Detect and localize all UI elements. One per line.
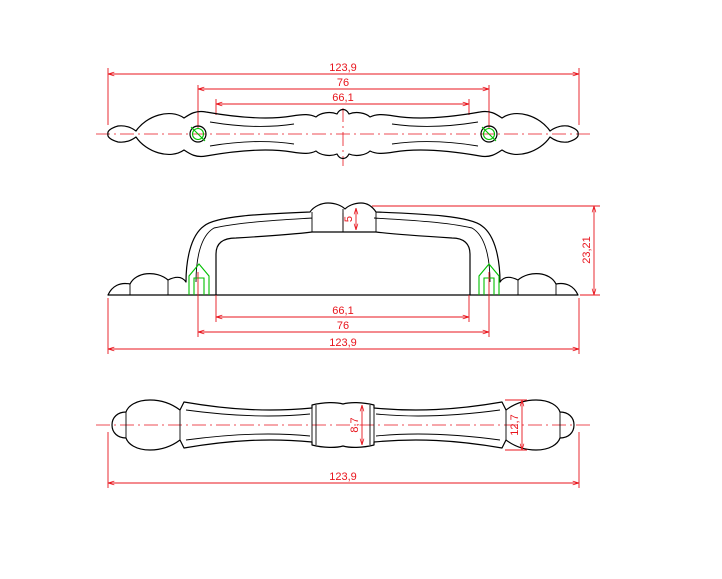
top-hole-left-outer [189, 125, 207, 143]
top-hole-right-mark [481, 126, 497, 142]
top-grip-length-label: 66,1 [332, 92, 353, 104]
side-hole-spacing-label: 76 [337, 320, 349, 332]
side-height-label: 23,21 [581, 236, 593, 264]
top-hole-spacing-label: 76 [337, 77, 349, 89]
side-overall-length-label: 123,9 [329, 337, 357, 349]
front-handle-facets [125, 405, 561, 445]
top-overall-length-label: 123,9 [329, 62, 357, 74]
top-hole-right-icon [482, 127, 496, 141]
side-bump-seams [129, 280, 557, 295]
top-hole-left-mark [190, 126, 206, 142]
top-hole-right-outer [480, 125, 498, 143]
top-handle-inner-edge [209, 121, 479, 147]
front-end-width-label: 12,7 [509, 414, 521, 435]
top-hole-left-icon [191, 127, 205, 141]
front-overall-length-label: 123,9 [329, 471, 357, 483]
side-grip-length-label: 66,1 [332, 305, 353, 317]
side-handle-inner-arch [215, 231, 471, 296]
front-handle-outline [111, 399, 575, 451]
side-handle-grip-lines [195, 209, 491, 283]
top-handle-outline [107, 108, 579, 160]
side-depth-label: 5 [343, 216, 355, 222]
side-screw-right-icon [478, 263, 500, 295]
front-view: 8,7 12,7 123,9 [96, 399, 592, 488]
side-screw-left-icon [188, 263, 210, 295]
side-screw-left-inner [193, 277, 205, 295]
side-handle-outline [107, 202, 579, 296]
side-view: 23,21 5 66,1 76 123,9 [107, 202, 600, 354]
front-center-width-label: 8,7 [349, 417, 361, 432]
top-view: 123,9 76 66,1 [96, 62, 592, 166]
